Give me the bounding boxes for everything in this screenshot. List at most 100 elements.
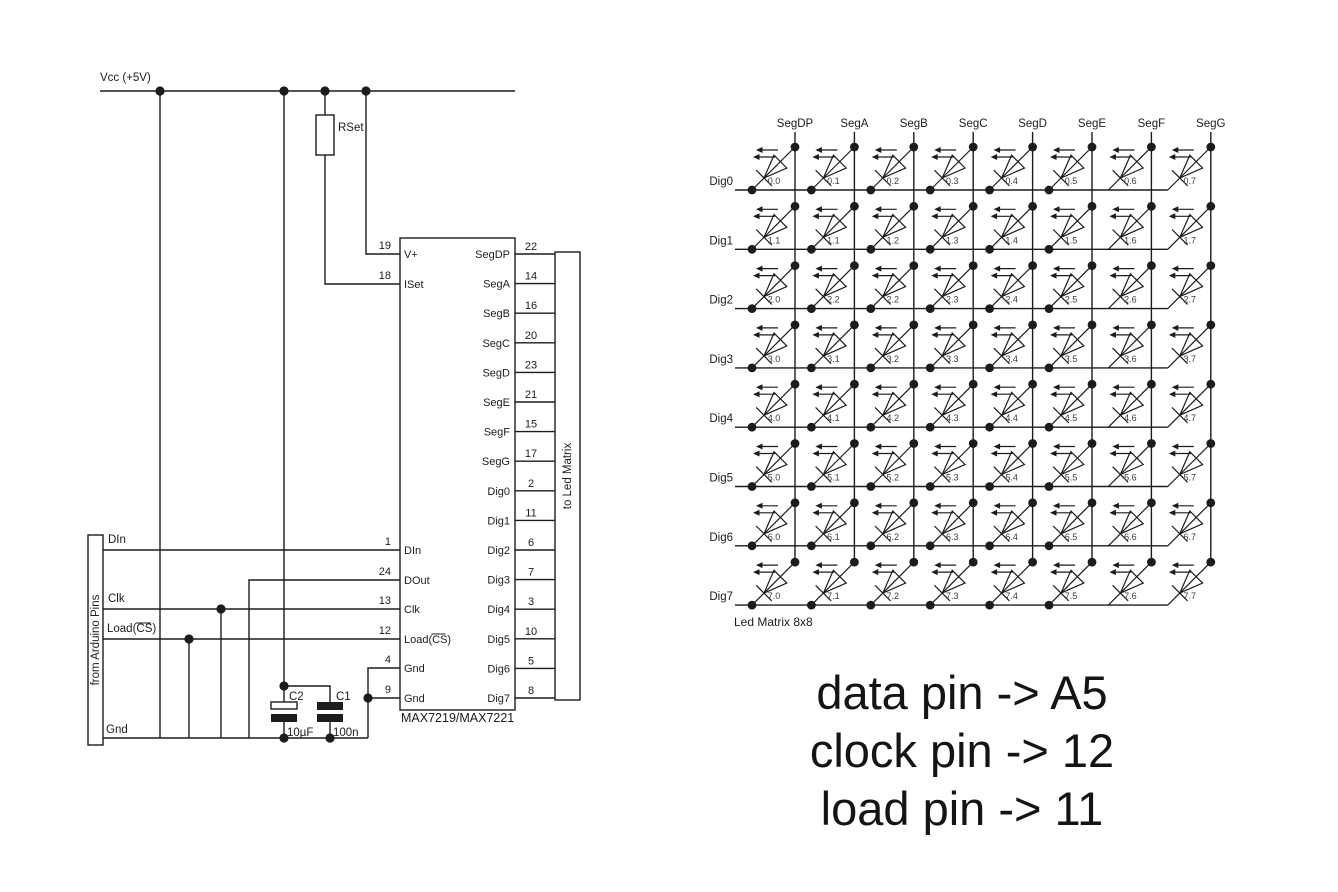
led-axis [1048, 502, 1093, 547]
led-axis [1167, 205, 1212, 250]
led-axis [929, 443, 974, 487]
led-emission-arrowhead [934, 147, 941, 153]
led-cathode-dot [807, 422, 816, 432]
led-cathode-dot [985, 304, 994, 313]
led-axis [810, 146, 855, 191]
pin-name: SegC [482, 338, 510, 350]
wire [284, 685, 331, 702]
led-axis [1048, 383, 1093, 428]
led-cell-label: 3.2 [887, 354, 900, 364]
led-anode-dot [1206, 320, 1216, 330]
led-anode-dot [968, 439, 978, 448]
led-emission-arrowhead [993, 324, 1001, 331]
led-cathode-dot [866, 541, 876, 551]
led-axis [1107, 324, 1152, 369]
pin-name: DOut [404, 575, 430, 587]
led-anode-dot [1206, 142, 1216, 152]
led-axis [1167, 324, 1212, 369]
led-cell-label: 5.4 [1005, 473, 1018, 483]
led-triangle [881, 509, 907, 535]
led-anode-dot [790, 261, 800, 270]
led-cathode-dot [985, 541, 994, 551]
pin-number: 14 [525, 271, 537, 283]
vcc-label: Vcc (+5V) [100, 72, 151, 84]
led-emission-arrowhead [812, 154, 819, 160]
led-axis [1167, 265, 1212, 310]
led-emission-arrowhead [815, 502, 822, 509]
led-anode-dot [1147, 142, 1156, 152]
led-axis [1107, 561, 1152, 606]
led-anode-dot [909, 201, 919, 211]
junction-dot [279, 681, 289, 691]
led-cell-label: 4.2 [887, 413, 900, 423]
led-axis [751, 146, 796, 191]
led-emission-arrowhead [934, 265, 941, 272]
led-emission-arrowhead [1112, 443, 1119, 450]
led-triangle [822, 450, 848, 476]
led-triangle [822, 154, 848, 180]
led-triangle [1000, 450, 1026, 476]
led-cell-label: 6.5 [1065, 532, 1078, 542]
led-emission-arrowhead [815, 324, 822, 331]
led-emission-arrowhead [931, 391, 938, 398]
pin-number: 17 [525, 448, 537, 460]
cap-c2-value: 10µF [287, 727, 313, 739]
led-cathode-dot [866, 363, 876, 373]
led-emission-arrowhead [934, 324, 941, 331]
led-emission-arrowhead [1053, 206, 1060, 213]
led-cell-label: 6.2 [887, 532, 900, 542]
led-emission-arrowhead [812, 509, 819, 516]
led-anode-dot [790, 379, 800, 389]
led-emission-arrowhead [756, 502, 763, 509]
led-anode-dot [1206, 557, 1216, 567]
junction-dot [216, 604, 226, 614]
led-anode-dot [1206, 379, 1216, 389]
led-emission-arrowhead [1171, 502, 1179, 509]
led-triangle [1119, 569, 1145, 595]
pin-number: 15 [525, 419, 537, 431]
led-cell-label: 0.1 [827, 176, 840, 186]
led-axis [1048, 443, 1093, 487]
led-emission-arrowhead [931, 450, 938, 457]
arduino-connector-label: from Arduino Pins [90, 594, 102, 685]
led-emission-arrowhead [993, 147, 1001, 153]
led-cell-label: 4.4 [1005, 413, 1018, 423]
wire [248, 579, 400, 738]
pin-name: SegD [482, 367, 510, 379]
pin-name: SegB [483, 308, 510, 320]
led-emission-arrowhead [753, 272, 760, 279]
led-triangle [1000, 154, 1026, 180]
led-emission-arrowhead [871, 272, 879, 279]
led-anode-dot [850, 557, 859, 567]
led-triangle [941, 213, 967, 239]
led-emission-arrowhead [815, 206, 822, 213]
led-axis [751, 383, 796, 428]
led-emission-arrowhead [874, 147, 882, 153]
led-anode-dot [968, 201, 978, 211]
led-emission-arrowhead [1112, 324, 1119, 331]
led-axis [751, 265, 796, 310]
led-cell-label: 4.6 [1124, 413, 1137, 423]
pin-name: SegDP [475, 249, 510, 261]
pin-number: 8 [528, 685, 534, 697]
led-cathode-dot [1044, 541, 1054, 551]
led-cathode-dot [747, 482, 757, 491]
matrix-row-label: Dig4 [709, 413, 733, 425]
pin-number: 2 [528, 478, 534, 490]
pin-name: Dig6 [487, 663, 510, 675]
led-anode-dot [909, 142, 919, 152]
led-cell-label: 1.1 [768, 235, 781, 245]
led-axis [1167, 383, 1212, 428]
led-emission-arrowhead [1050, 509, 1057, 516]
matrix-row-label: Dig5 [709, 473, 733, 485]
led-triangle [1119, 450, 1145, 476]
led-axis [810, 502, 855, 547]
pin-number: 3 [528, 596, 534, 608]
matrix-col-header: SegD [1018, 118, 1047, 130]
led-cathode-dot [807, 541, 816, 551]
led-axis [751, 502, 796, 547]
led-anode-dot [968, 498, 978, 508]
led-emission-arrowhead [812, 569, 819, 576]
led-anode-dot [850, 439, 859, 448]
led-cell-label: 0.4 [1005, 176, 1018, 186]
